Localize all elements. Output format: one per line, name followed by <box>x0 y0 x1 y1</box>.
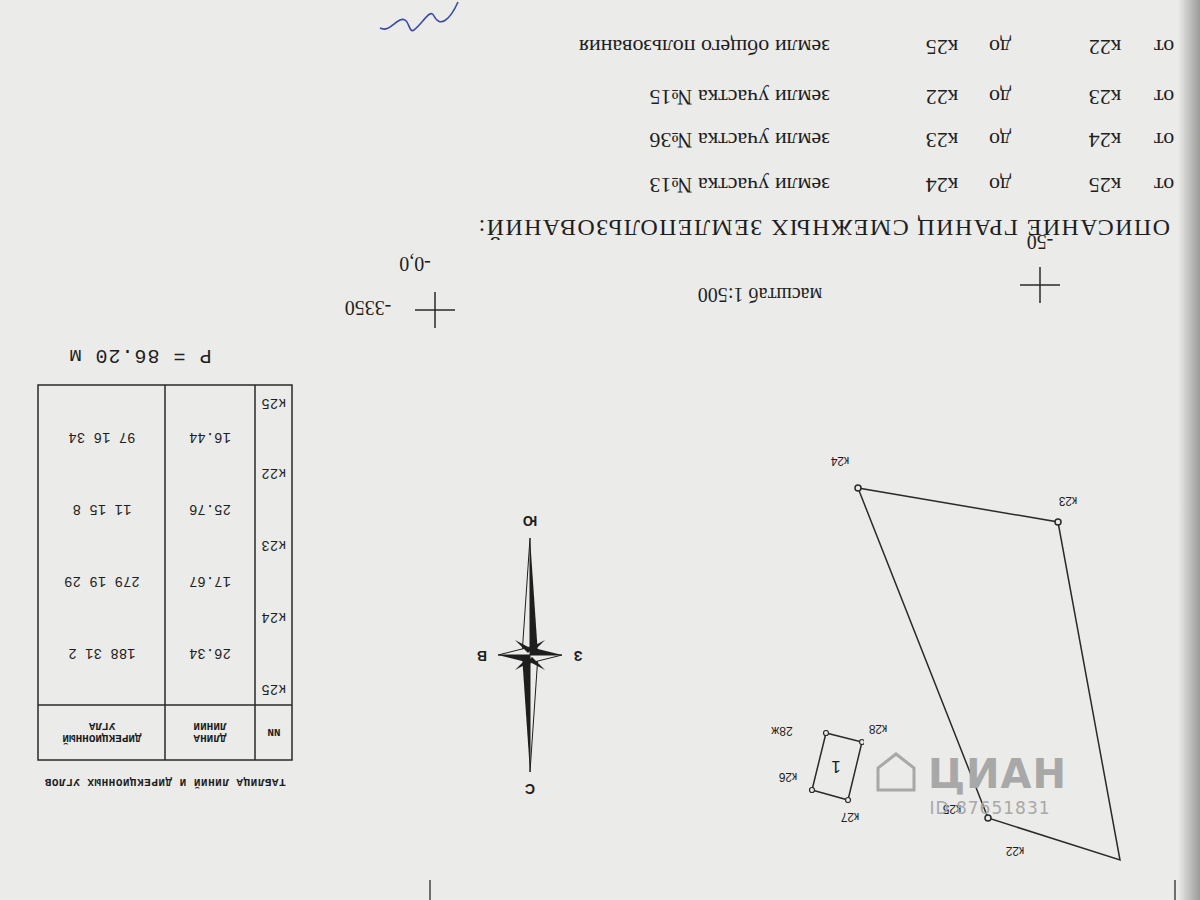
table-title: ТАБЛИЦА ЛИНИЙ И ДИРЕКЦИОННЫХ УГЛОВ <box>44 776 285 788</box>
direction-angle: 188 31 2 <box>68 644 135 659</box>
building-corner-label: 28ж <box>771 723 792 736</box>
grid-coordinate: -3350 <box>345 297 392 319</box>
table-header: ДЛИНА ЛИНИИ <box>179 720 241 744</box>
photo-edge <box>1178 0 1200 900</box>
grid-cross <box>415 267 1060 328</box>
scale-label: масштаб 1:500 <box>698 284 822 306</box>
building-number: 1 <box>830 759 841 776</box>
point-ref: к24 <box>926 173 959 197</box>
direction-angle: 97 16 34 <box>68 428 135 443</box>
frame-tick <box>1174 880 1176 900</box>
boundary-word: до <box>989 173 1011 197</box>
building-corner-label: к27 <box>841 809 860 822</box>
point-ref: к25 <box>926 35 959 59</box>
line-length: 25.76 <box>189 500 231 515</box>
plot-corners <box>855 485 1061 821</box>
compass-letter: З <box>574 647 583 662</box>
direction-angle: 11 15 8 <box>73 500 132 515</box>
boundary-word: от <box>1154 85 1174 109</box>
table-header: ДИРЕКЦИОННЫЙ УГЛА <box>46 720 158 744</box>
building-corner-label: к26 <box>779 769 798 782</box>
point-ref: к22 <box>926 85 959 109</box>
line-length: 26.34 <box>189 644 231 659</box>
boundary-word: от <box>1154 35 1174 59</box>
neighbor-land: земли общего пользования <box>579 35 830 59</box>
table-header: NN <box>257 726 291 738</box>
watermark-logo: ЦИАН <box>928 752 1067 796</box>
corner-label: к22 <box>1006 843 1025 856</box>
point-ref: к25 <box>1089 173 1122 197</box>
boundary-word: от <box>1154 173 1174 197</box>
perimeter: Р = 86.20 м <box>68 344 211 366</box>
compass-letter: С <box>525 780 535 795</box>
signature <box>380 2 458 31</box>
point-ref: к22 <box>1089 35 1122 59</box>
table-grid <box>38 385 292 760</box>
boundary-word: до <box>989 128 1011 152</box>
point-name: к25 <box>261 394 286 409</box>
point-name: к23 <box>261 536 286 551</box>
corner-label: к23 <box>1059 493 1078 506</box>
point-name: к22 <box>261 464 286 479</box>
neighbor-land: земли участка №13 <box>650 173 830 197</box>
line-length: 17.67 <box>189 572 231 587</box>
boundary-word: до <box>989 85 1011 109</box>
point-name: к24 <box>261 608 286 623</box>
section-heading: ОПИСАНИЕ ГРАНИЦ СМЕЖНЫХ ЗЕМЛЕПОЛЬЗОВАНИЙ… <box>477 215 1170 241</box>
corner-label: к25 <box>943 801 962 814</box>
compass-letter: Ю <box>523 512 537 527</box>
point-name: к25 <box>261 680 286 695</box>
corner-label: к24 <box>831 453 850 466</box>
building-corner-label: к28 <box>869 721 888 734</box>
compass-rose <box>498 538 562 772</box>
boundary-word: от <box>1154 128 1174 152</box>
direction-angle: 279 19 29 <box>64 572 140 587</box>
point-ref: к24 <box>1089 128 1122 152</box>
frame-tick <box>429 880 431 900</box>
compass-letter: В <box>477 647 487 662</box>
line-length: 16.44 <box>189 428 231 443</box>
point-ref: к23 <box>926 128 959 152</box>
point-ref: к23 <box>1089 85 1122 109</box>
grid-coordinate: -0,0 <box>399 253 431 275</box>
neighbor-land: земли участка №36 <box>650 128 830 152</box>
boundary-word: до <box>989 35 1011 59</box>
building-node: 1 <box>808 730 864 804</box>
neighbor-land: земли участка №15 <box>650 85 830 109</box>
plot-boundary <box>858 488 1120 860</box>
